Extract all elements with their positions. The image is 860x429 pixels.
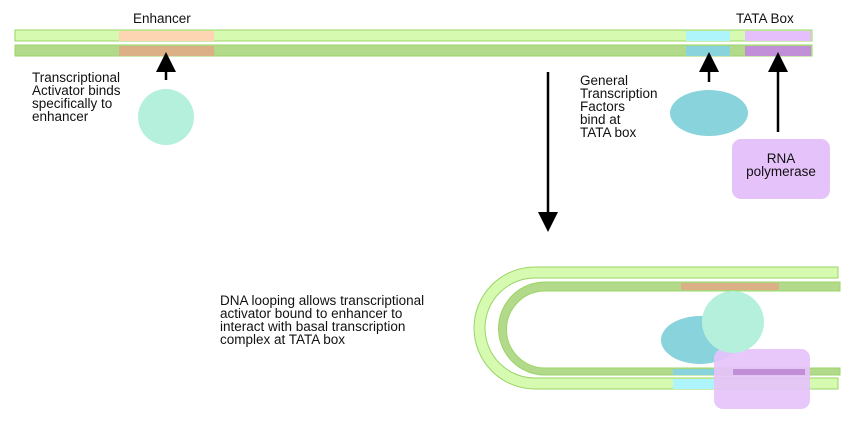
tata-top-segment xyxy=(686,31,730,41)
tata-box-label: TATA Box xyxy=(736,11,794,26)
looped-tata-top-segment xyxy=(673,379,718,389)
activator-description: Transcriptional Activator binds specific… xyxy=(32,70,121,124)
rna-polymerase-box xyxy=(732,139,830,199)
enhancer-label: Enhancer xyxy=(133,11,191,26)
looped-tata-bottom-segment xyxy=(673,369,718,375)
looped-promoter-overlay xyxy=(733,369,805,375)
general-transcription-factors xyxy=(670,90,748,136)
bound-activator xyxy=(702,291,764,353)
promoter-bottom-segment xyxy=(745,46,811,56)
bound-rna-polymerase xyxy=(714,349,810,409)
rna-polymerase-label: RNA polymerase xyxy=(746,151,816,179)
dna-bottom-strand xyxy=(14,44,813,57)
linear-dna xyxy=(14,29,813,57)
loop-inner-strand xyxy=(498,281,841,376)
enhancer-bottom-segment xyxy=(119,46,214,56)
gtf-description: General Transcription Factors bind at TA… xyxy=(580,73,658,140)
tata-bottom-segment xyxy=(686,46,730,56)
promoter-top-segment xyxy=(745,31,811,41)
enhancer-top-segment xyxy=(119,31,214,41)
looping-description: DNA looping allows transcriptional activ… xyxy=(220,293,425,347)
transcriptional-activator xyxy=(138,89,194,145)
looped-enhancer-segment xyxy=(681,283,779,290)
dna-top-strand xyxy=(14,29,813,42)
